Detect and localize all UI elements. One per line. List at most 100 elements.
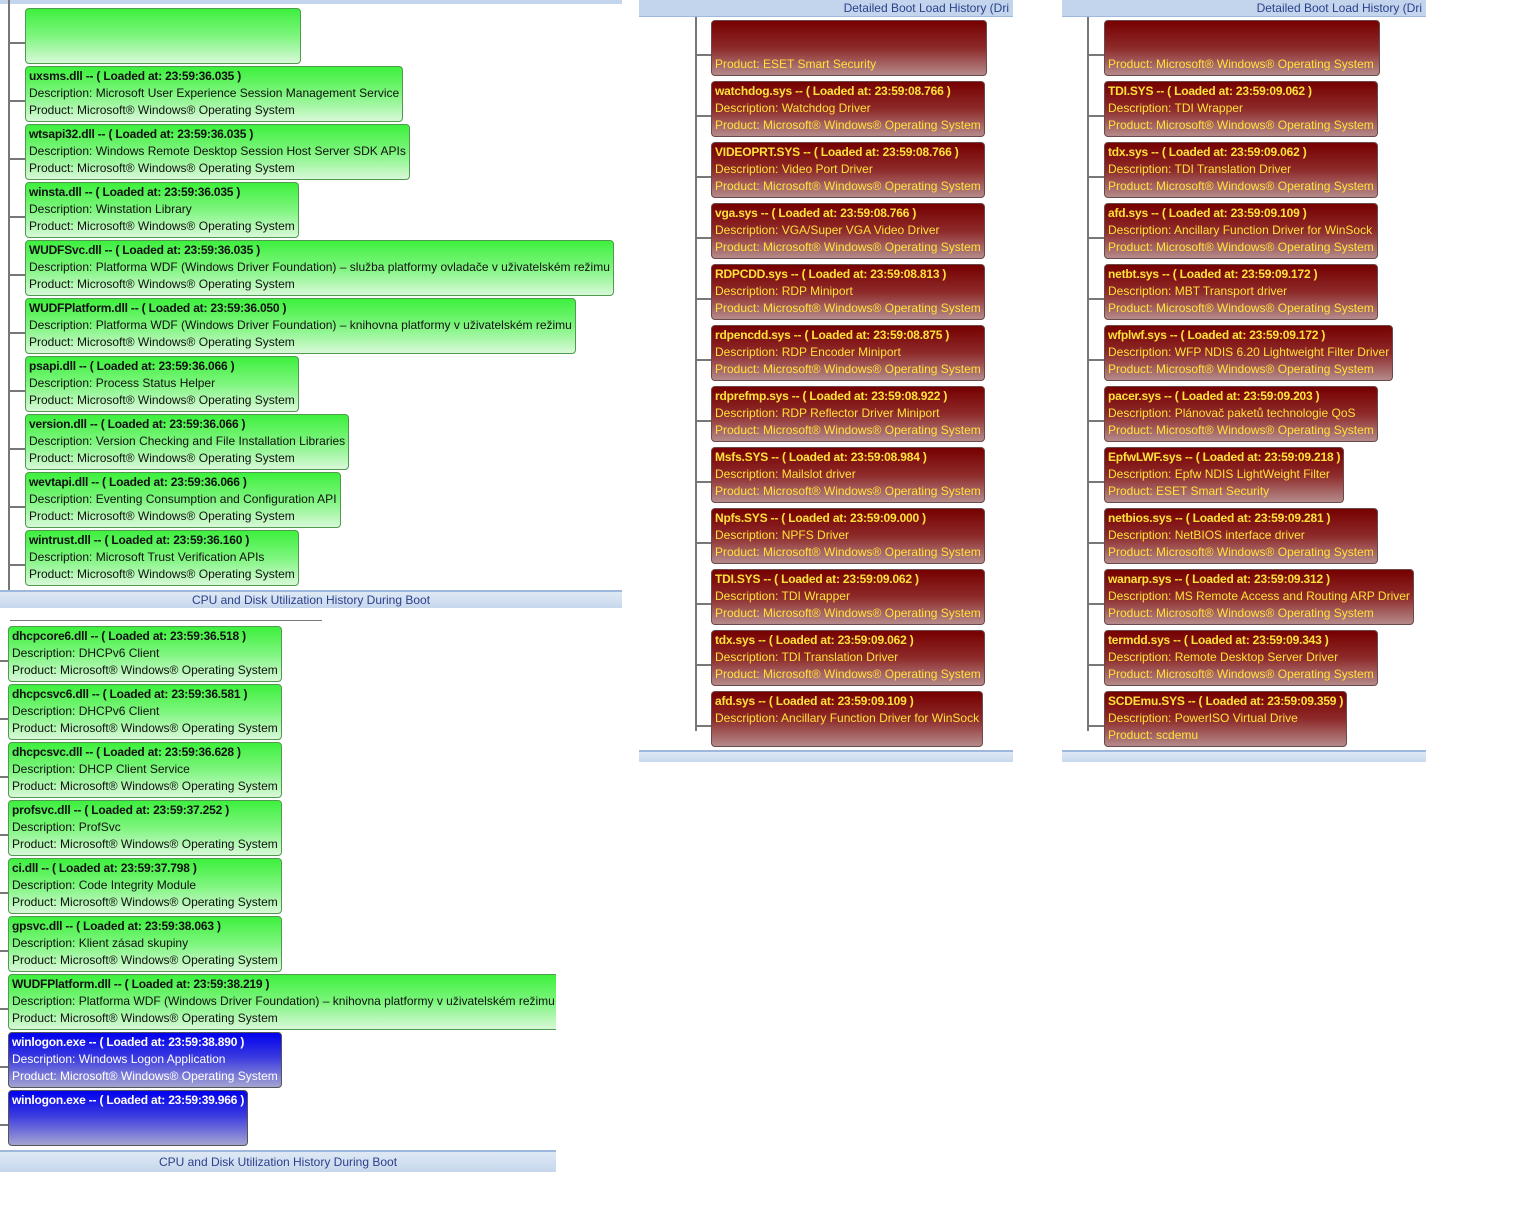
module-name: watchdog.sys (715, 84, 792, 98)
module-name: dhcpcsvc6.dll (12, 687, 89, 701)
loaded-time: 23:59:08.875 (873, 328, 943, 342)
module-description: Description: DHCP Client Service (12, 761, 278, 778)
module-card[interactable]: WUDFPlatform.dll -- ( Loaded at: 23:59:3… (8, 974, 556, 1030)
module-title-line: termdd.sys -- ( Loaded at: 23:59:09.343 … (1108, 632, 1374, 649)
module-card[interactable]: tdx.sys -- ( Loaded at: 23:59:09.062 )De… (1104, 142, 1378, 198)
module-description: Description: Winstation Library (29, 201, 295, 218)
module-card[interactable]: Msfs.SYS -- ( Loaded at: 23:59:08.984 )D… (711, 447, 985, 503)
module-description: Description: Platforma WDF (Windows Driv… (12, 993, 555, 1010)
module-card[interactable]: SCDEmu.SYS -- ( Loaded at: 23:59:09.359 … (1104, 691, 1348, 747)
description-label: Description: (715, 101, 782, 115)
module-card[interactable]: Product: Microsoft® Windows® Operating S… (1104, 20, 1380, 76)
loaded-time: 23:59:36.050 (210, 301, 280, 315)
cpu-disk-history-bar[interactable]: CPU and Disk Utilization History During … (0, 1150, 556, 1172)
description-label: Description: (1108, 223, 1175, 237)
module-card[interactable]: termdd.sys -- ( Loaded at: 23:59:09.343 … (1104, 630, 1378, 686)
module-name: pacer.sys (1108, 389, 1161, 403)
module-card[interactable] (25, 8, 301, 64)
module-card[interactable]: winlogon.exe -- ( Loaded at: 23:59:38.89… (8, 1032, 282, 1088)
module-product: Product: Microsoft® Windows® Operating S… (1108, 361, 1389, 378)
module-description: Description: Microsoft Trust Verificatio… (29, 549, 295, 566)
module-product: Product: Microsoft® Windows® Operating S… (1108, 117, 1374, 134)
description-label: Description: (1108, 650, 1175, 664)
module-title-line: winsta.dll -- ( Loaded at: 23:59:36.035 … (29, 184, 295, 201)
module-card[interactable]: wfplwf.sys -- ( Loaded at: 23:59:09.172 … (1104, 325, 1394, 381)
product-value: Microsoft® Windows® Operating System (763, 423, 981, 437)
module-card[interactable]: rdpencdd.sys -- ( Loaded at: 23:59:08.87… (711, 325, 985, 381)
product-label: Product: (1108, 423, 1157, 437)
module-title-line: RDPCDD.sys -- ( Loaded at: 23:59:08.813 … (715, 266, 981, 283)
module-title-line: afd.sys -- ( Loaded at: 23:59:09.109 ) (715, 693, 979, 710)
description-value: Microsoft Trust Verification APIs (95, 550, 265, 564)
module-card[interactable]: profsvc.dll -- ( Loaded at: 23:59:37.252… (8, 800, 282, 856)
module-card[interactable]: wanarp.sys -- ( Loaded at: 23:59:09.312 … (1104, 569, 1414, 625)
module-card[interactable]: Npfs.SYS -- ( Loaded at: 23:59:09.000 )D… (711, 508, 985, 564)
boot-panel-d: Detailed Boot Load History (Dri Product:… (1062, 0, 1426, 762)
module-product: Product: Microsoft® Windows® Operating S… (29, 566, 295, 583)
description-label: Description: (29, 492, 96, 506)
module-card[interactable]: dhcpcore6.dll -- ( Loaded at: 23:59:36.5… (8, 626, 282, 682)
module-card[interactable]: pacer.sys -- ( Loaded at: 23:59:09.203 )… (1104, 386, 1378, 442)
module-name: termdd.sys (1108, 633, 1171, 647)
module-card[interactable]: TDI.SYS -- ( Loaded at: 23:59:09.062 )De… (1104, 81, 1378, 137)
product-label: Product: (12, 779, 61, 793)
module-card[interactable]: afd.sys -- ( Loaded at: 23:59:09.109 )De… (1104, 203, 1378, 259)
tree-branch (8, 448, 25, 450)
module-description: Description: Epfw NDIS LightWeight Filte… (1108, 466, 1340, 483)
module-description: Description: Ancillary Function Driver f… (715, 710, 979, 727)
module-card[interactable]: watchdog.sys -- ( Loaded at: 23:59:08.76… (711, 81, 985, 137)
module-card[interactable]: netbios.sys -- ( Loaded at: 23:59:09.281… (1104, 508, 1378, 564)
module-card[interactable]: psapi.dll -- ( Loaded at: 23:59:36.066 )… (25, 356, 299, 412)
loaded-prefix: -- ( Loaded at: (90, 533, 174, 547)
module-card[interactable]: Product: ESET Smart Security (711, 20, 987, 76)
loaded-suffix: ) (1318, 328, 1326, 342)
loaded-suffix: ) (222, 803, 230, 817)
module-card[interactable]: rdprefmp.sys -- ( Loaded at: 23:59:08.92… (711, 386, 985, 442)
tree-branch (1087, 481, 1104, 483)
loaded-prefix: -- ( Loaded at: (760, 572, 843, 586)
module-card[interactable]: winsta.dll -- ( Loaded at: 23:59:36.035 … (25, 182, 299, 238)
module-card[interactable]: wtsapi32.dll -- ( Loaded at: 23:59:36.03… (25, 124, 410, 180)
module-card[interactable]: RDPCDD.sys -- ( Loaded at: 23:59:08.813 … (711, 264, 985, 320)
module-card[interactable]: VIDEOPRT.SYS -- ( Loaded at: 23:59:08.76… (711, 142, 985, 198)
module-card[interactable]: afd.sys -- ( Loaded at: 23:59:09.109 )De… (711, 691, 984, 747)
module-card[interactable]: EpfwLWF.sys -- ( Loaded at: 23:59:09.218… (1104, 447, 1345, 503)
loaded-time: 23:59:36.066 (158, 359, 228, 373)
description-label: Description: (1108, 345, 1175, 359)
module-title-line: wfplwf.sys -- ( Loaded at: 23:59:09.172 … (1108, 327, 1389, 344)
module-card[interactable]: tdx.sys -- ( Loaded at: 23:59:09.062 )De… (711, 630, 985, 686)
module-card[interactable]: dhcpcsvc.dll -- ( Loaded at: 23:59:36.62… (8, 742, 282, 798)
module-card[interactable]: wevtapi.dll -- ( Loaded at: 23:59:36.066… (25, 472, 341, 528)
product-value: Microsoft® Windows® Operating System (1156, 362, 1374, 376)
module-card[interactable]: WUDFPlatform.dll -- ( Loaded at: 23:59:3… (25, 298, 576, 354)
loaded-time: 23:59:08.922 (871, 389, 941, 403)
loaded-prefix: -- ( Loaded at: (110, 977, 194, 991)
module-card[interactable]: winlogon.exe -- ( Loaded at: 23:59:39.96… (8, 1090, 249, 1146)
module-card[interactable]: vga.sys -- ( Loaded at: 23:59:08.766 )De… (711, 203, 985, 259)
description-value: Ancillary Function Driver for WinSock (781, 711, 980, 725)
module-card[interactable]: wintrust.dll -- ( Loaded at: 23:59:36.16… (25, 530, 299, 586)
loaded-prefix: -- ( Loaded at: (1147, 145, 1231, 159)
detailed-boot-load-header[interactable]: Detailed Boot Load History (Dri (1062, 0, 1426, 17)
loaded-suffix: ) (919, 511, 926, 525)
module-card[interactable]: gpsvc.dll -- ( Loaded at: 23:59:38.063 )… (8, 916, 282, 972)
module-card[interactable]: ci.dll -- ( Loaded at: 23:59:37.798 )Des… (8, 858, 282, 914)
module-card[interactable]: version.dll -- ( Loaded at: 23:59:36.066… (25, 414, 350, 470)
cpu-disk-history-bar[interactable]: CPU and Disk Utilization History During … (0, 590, 622, 608)
module-card[interactable]: TDI.SYS -- ( Loaded at: 23:59:09.062 )De… (711, 569, 985, 625)
detailed-boot-load-header[interactable]: Detailed Boot Load History (Dri (639, 0, 1013, 17)
loaded-prefix: -- ( Loaded at: (788, 389, 872, 403)
module-title-line: dhcpcore6.dll -- ( Loaded at: 23:59:36.5… (12, 628, 278, 645)
module-description: Description: Plánovač paketů technologie… (1108, 405, 1374, 422)
module-card[interactable]: dhcpcsvc6.dll -- ( Loaded at: 23:59:36.5… (8, 684, 282, 740)
loaded-time: 23:59:37.798 (120, 861, 190, 875)
module-card[interactable]: netbt.sys -- ( Loaded at: 23:59:09.172 )… (1104, 264, 1378, 320)
module-card[interactable]: uxsms.dll -- ( Loaded at: 23:59:36.035 )… (25, 66, 404, 122)
module-product: Product: scdemu (1108, 727, 1343, 744)
product-value: ESET Smart Security (763, 57, 877, 71)
loaded-prefix: -- ( Loaded at: (754, 694, 838, 708)
description-value: Version Checking and File Installation L… (95, 434, 346, 448)
module-card[interactable]: WUDFSvc.dll -- ( Loaded at: 23:59:36.035… (25, 240, 614, 296)
module-title-line: profsvc.dll -- ( Loaded at: 23:59:37.252… (12, 802, 278, 819)
description-label: Description: (715, 467, 782, 481)
